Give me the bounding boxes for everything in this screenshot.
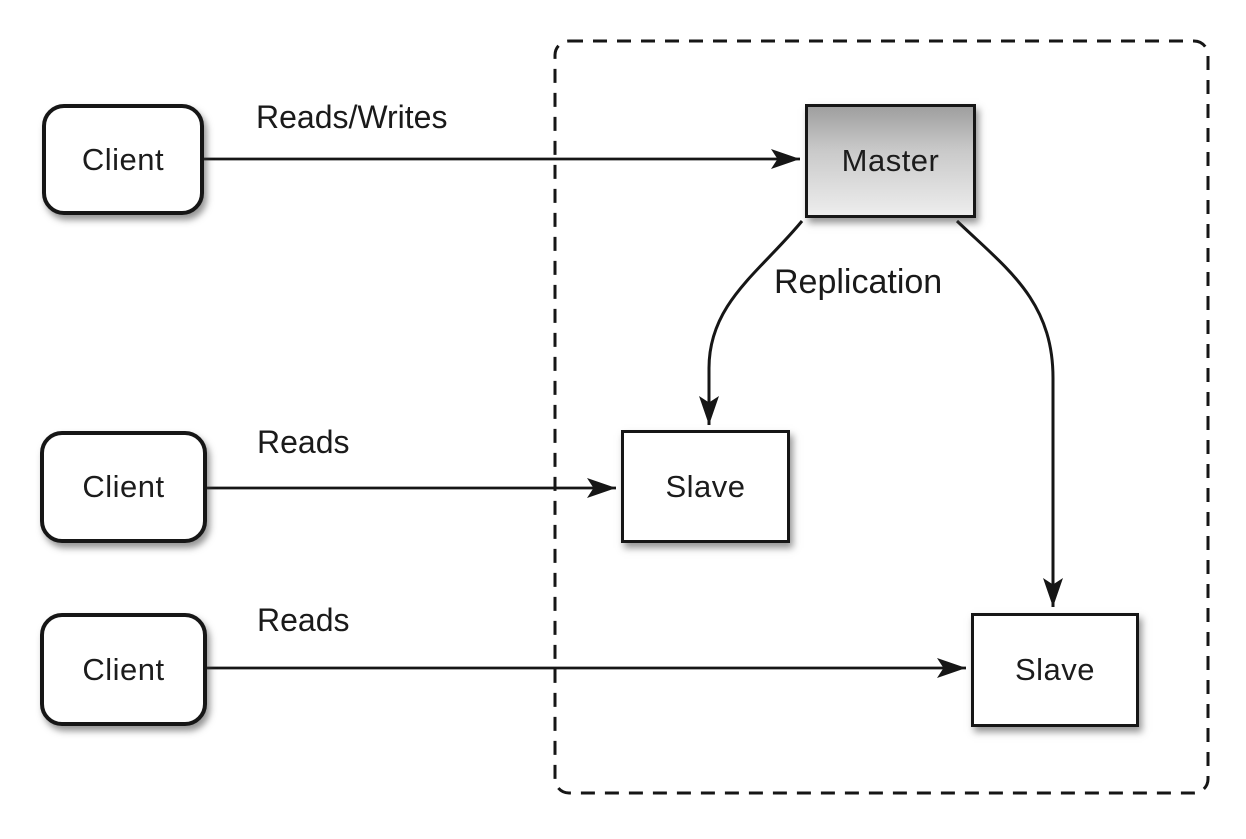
replication-boundary	[553, 39, 1210, 795]
edge-label-reads-mid: Reads	[257, 424, 350, 460]
node-slave-2: Slave	[971, 613, 1139, 727]
node-client-2: Client	[40, 431, 207, 543]
node-client-3-label: Client	[82, 651, 165, 687]
node-master: Master	[805, 104, 976, 218]
node-slave-1: Slave	[621, 430, 790, 543]
edge-label-reads-writes: Reads/Writes	[256, 99, 448, 135]
node-client-3: Client	[40, 613, 207, 726]
node-slave-2-label: Slave	[1014, 652, 1096, 687]
node-client-1-label: Client	[81, 141, 165, 177]
node-client-1: Client	[42, 104, 204, 215]
node-client-2-label: Client	[82, 469, 165, 504]
node-slave-1-label: Slave	[665, 468, 746, 504]
node-master-label: Master	[841, 143, 940, 178]
edge-label-replication: Replication	[774, 263, 943, 301]
arrow-replication-right	[955, 219, 1063, 607]
arrow-replication-left	[699, 220, 804, 425]
edge-label-reads-bottom: Reads	[257, 602, 350, 638]
